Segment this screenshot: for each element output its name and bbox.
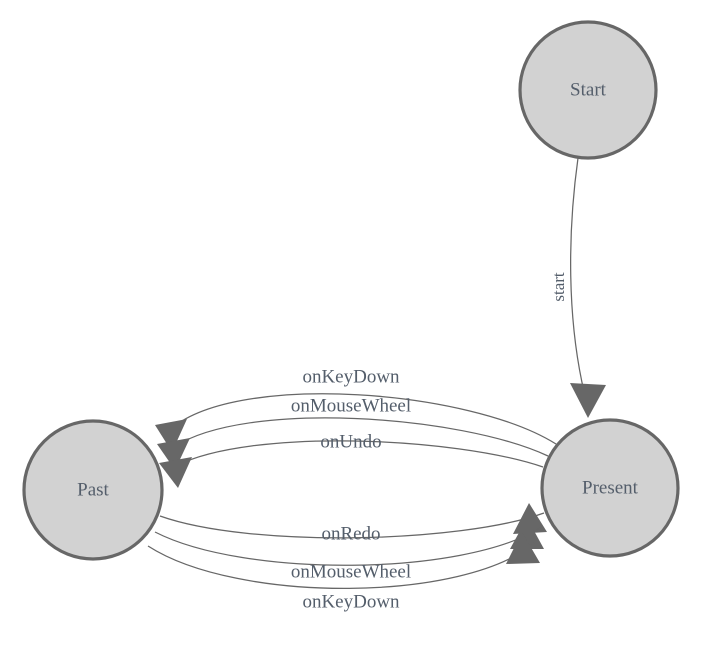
node-start[interactable]: Start	[518, 20, 658, 160]
edge-label-past-to-present-onkeydown: onKeyDown	[302, 591, 400, 612]
node-past[interactable]: Past	[22, 419, 164, 561]
node-past-circle[interactable]	[22, 419, 164, 561]
edge-path-present-to-past-onkeydown	[171, 393, 557, 445]
edge-group-past-to-present-onredo[interactable]	[159, 503, 547, 539]
edge-label-present-to-past-onkeydown: onKeyDown	[302, 366, 400, 387]
arrowhead-present-to-past-onmousewheel	[157, 438, 190, 470]
arrowhead-present-to-past-onundo	[159, 457, 192, 488]
edge-label-start: start	[549, 272, 568, 302]
arrowhead-start-to-present	[570, 383, 606, 418]
node-present-circle[interactable]	[540, 418, 680, 558]
node-start-circle[interactable]	[518, 20, 658, 160]
edge-path-present-to-past-onundo	[175, 440, 544, 468]
edge-path-present-to-past-onmousewheel	[173, 417, 549, 457]
arrowhead-present-to-past-onkeydown	[155, 419, 187, 452]
edge-group-past-to-present-onkeydown[interactable]	[147, 532, 540, 589]
edge-path-start-to-present	[570, 157, 587, 401]
edge-path-past-to-present-onredo	[159, 512, 545, 539]
arrowhead-past-to-present-onkeydown	[506, 532, 540, 564]
edge-label-past-to-present-onredo: onRedo	[321, 523, 380, 544]
edge-group-present-to-past-onkeydown[interactable]	[155, 393, 557, 452]
edge-group-start-to-present[interactable]	[570, 157, 606, 418]
edge-group-present-to-past-onundo[interactable]	[159, 440, 544, 488]
edge-group-past-to-present-onmousewheel[interactable]	[154, 518, 544, 566]
arrowhead-past-to-present-onredo	[513, 503, 547, 534]
edge-label-present-to-past-onmousewheel: onMouseWheel	[291, 395, 411, 416]
edge-path-past-to-present-onmousewheel	[154, 527, 541, 566]
node-present[interactable]: Present	[540, 418, 680, 558]
edge-group-present-to-past-onmousewheel[interactable]	[157, 417, 549, 470]
edge-path-past-to-present-onkeydown	[147, 542, 535, 589]
